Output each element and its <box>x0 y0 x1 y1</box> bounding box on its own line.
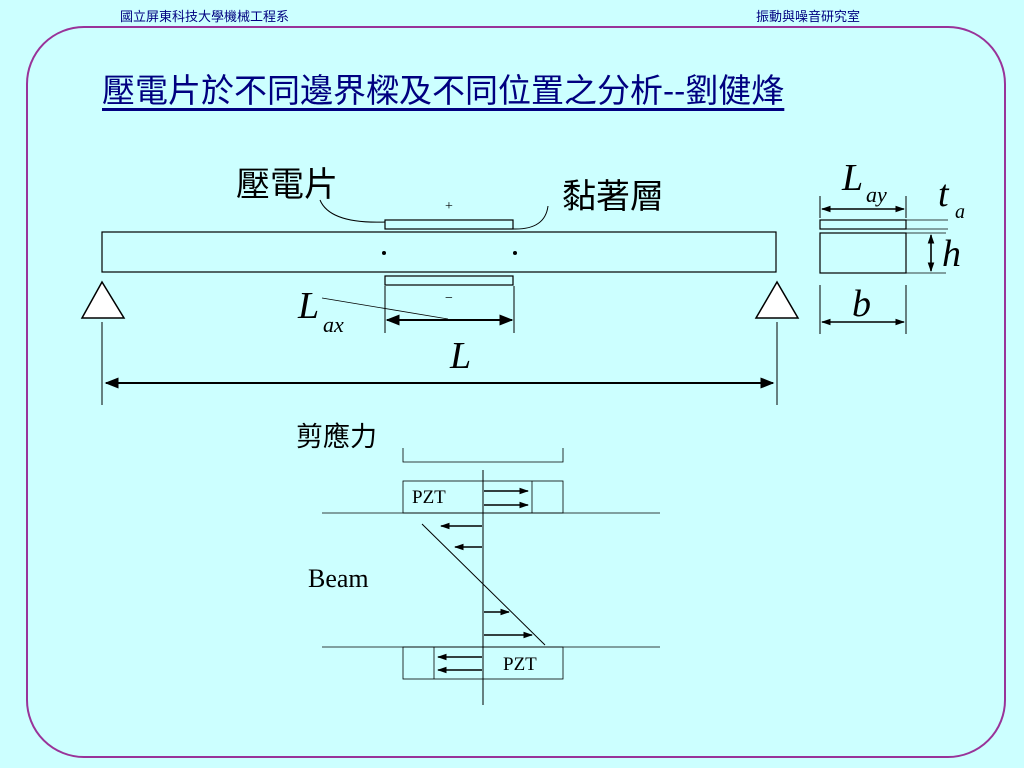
section-adhesive-rect <box>819 219 907 230</box>
l-label: L <box>449 335 471 377</box>
slide-frame <box>26 26 1006 758</box>
lax-label-main: L <box>297 285 319 327</box>
h-label: h <box>942 233 961 275</box>
shear-bracket <box>402 448 564 463</box>
piezo-leader-curve <box>319 199 386 223</box>
support-right-triangle <box>754 280 800 319</box>
beam-dot-right <box>513 251 517 255</box>
beam-dot-left <box>382 251 386 255</box>
pzt-bottom-label: PZT <box>503 654 537 675</box>
minus-sign: − <box>445 291 453 306</box>
piezo-label: 壓電片 <box>236 166 338 204</box>
lax-label-sub: ax <box>323 312 344 337</box>
pzt-bottom-box <box>402 646 564 680</box>
piezo-top-rect <box>384 219 514 230</box>
lay-label-main: L <box>841 157 863 199</box>
ta-label-sub: a <box>955 201 965 223</box>
section-beam-rect <box>819 232 907 274</box>
header-left-text: 國立屏東科技大學機械工程系 <box>120 10 290 25</box>
pzt-top-box <box>402 480 564 514</box>
slide-title: 壓電片於不同邊界樑及不同位置之分析--劉健烽 <box>102 71 785 110</box>
ta-label-main: t <box>938 173 950 215</box>
b-label: b <box>852 283 871 325</box>
piezo-bottom-rect <box>384 275 514 286</box>
beam-label: Beam <box>308 564 369 593</box>
plus-sign: + <box>445 199 453 214</box>
beam-rect <box>101 231 777 273</box>
support-left-triangle <box>80 280 126 319</box>
shear-stress-label: 剪應力 <box>296 422 377 452</box>
adhesive-leader-curve <box>512 205 549 230</box>
stress-diagonal-line <box>421 523 546 646</box>
pzt-top-label: PZT <box>412 487 446 508</box>
adhesive-label: 黏著層 <box>562 178 664 216</box>
lax-leader-line <box>321 297 449 320</box>
lay-label-sub: ay <box>866 182 887 207</box>
header-right-text: 振動與噪音研究室 <box>756 10 861 25</box>
